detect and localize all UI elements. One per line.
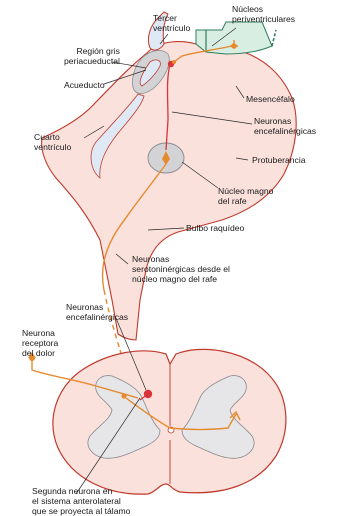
label-segunda-neurona: Segunda neurona en el sistema anterolate… — [32, 486, 130, 516]
label-neurona-receptora: Neurona receptora del dolor — [22, 328, 58, 358]
label-tercer-ventriculo: Tercer ventrículo — [153, 13, 190, 33]
label-bulbo: Bulbo raquídeo — [186, 223, 244, 233]
label-serotoninergicas: Neuronas serotoninérgicas desde el núcle… — [132, 254, 230, 284]
label-nucleo-magno: Núcleo magno del rafe — [218, 186, 273, 206]
label-protuberancia: Protuberancia — [252, 155, 306, 165]
spinal-cord — [53, 349, 286, 494]
label-neuronas-encefalinergicas-bottom: Neuronas encefalinérgicas — [66, 302, 128, 322]
label-region-gris: Región gris periacueductal — [64, 46, 120, 66]
label-neuronas-encefalinergicas-top: Neuronas encefalinérgicas — [254, 116, 316, 136]
label-acueducto: Acueducto — [64, 80, 105, 90]
label-nucleos-periventriculares: Núcleos periventriculares — [232, 4, 295, 24]
label-mesencefalo: Mesencéfalo — [246, 94, 295, 104]
periventricular-region — [196, 22, 272, 54]
label-cuarto-ventriculo: Cuarto ventrículo — [34, 132, 71, 152]
